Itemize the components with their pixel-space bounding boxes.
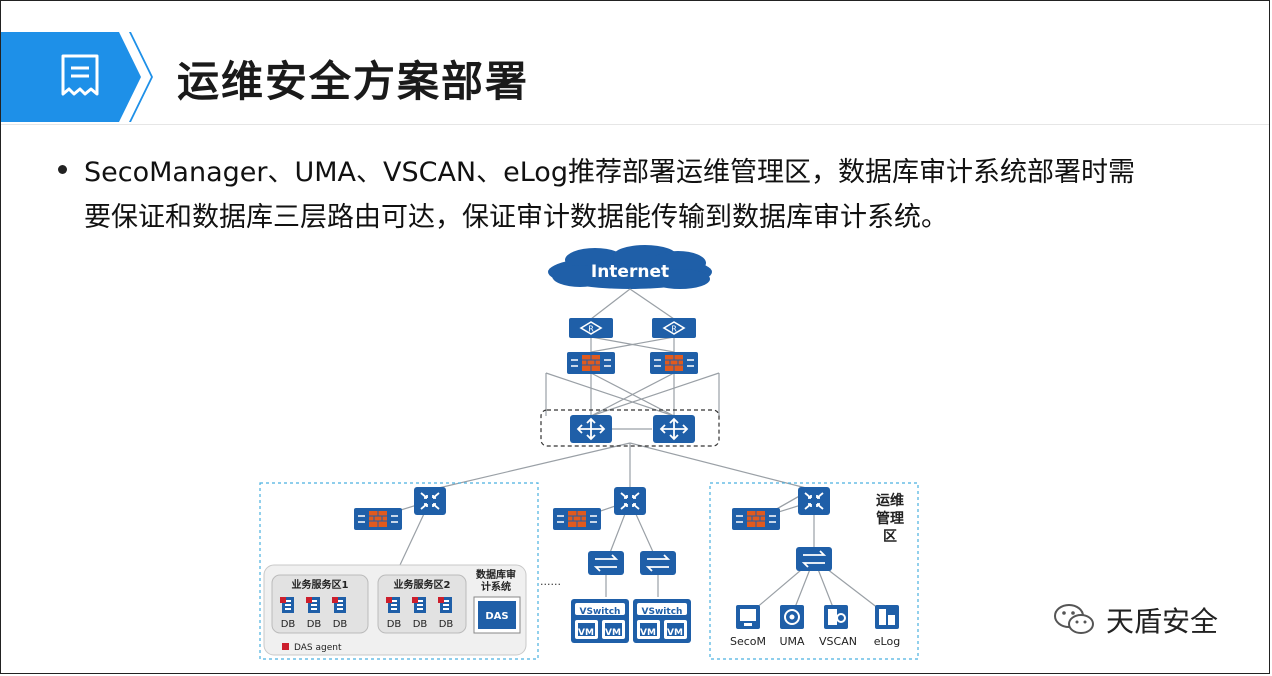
bullet-point: SecoManager、UMA、VSCAN、eLog推荐部署运维管理区，数据库审…	[52, 150, 1232, 240]
core-switch-icon-right	[652, 414, 696, 444]
biz-zone-1-label: 业务服务区1	[292, 578, 349, 591]
vm-label: VM	[667, 628, 683, 638]
watermark: 天盾安全	[1052, 600, 1218, 640]
l3-switch-icon-business	[413, 486, 447, 516]
access-switch-icon-ops	[795, 546, 833, 572]
db-label: DB	[387, 619, 402, 630]
das-agent-marker	[386, 597, 392, 603]
document-icon	[61, 54, 99, 96]
das-agent-marker	[412, 597, 418, 603]
vm-label: VM	[640, 628, 656, 638]
bullet-line-1: SecoManager、UMA、VSCAN、eLog推荐部署运维管理区，数据库审…	[84, 157, 1135, 188]
secom-server-icon	[736, 605, 760, 629]
vswitch-label: VSwitch	[642, 607, 683, 617]
das-agent-marker	[306, 597, 312, 603]
title-badge	[1, 32, 153, 122]
l3-switch-icon-ops	[797, 486, 831, 516]
top-links	[429, 288, 815, 516]
firewall-icon-right	[649, 351, 699, 375]
firewall-icon-virtual	[552, 507, 602, 531]
das-agent-legend-swatch	[282, 643, 289, 650]
bullet-text: SecoManager、UMA、VSCAN、eLog推荐部署运维管理区，数据库审…	[84, 150, 1232, 240]
firewall-icon-ops	[731, 507, 781, 531]
vm-label: VM	[578, 628, 594, 638]
das-title-line2: 计系统	[481, 580, 511, 593]
db-label: DB	[333, 619, 348, 630]
firewall-icon-business	[353, 507, 403, 531]
l3-switch-icon-virtual	[613, 486, 647, 516]
wechat-icon	[1054, 604, 1094, 634]
page-title: 运维安全方案部署	[177, 57, 530, 106]
uma-server-icon	[780, 605, 804, 629]
title-bar: 运维安全方案部署	[1, 32, 1269, 125]
db-label: DB	[281, 619, 296, 630]
ops-zone-label-line1: 运维	[876, 492, 904, 509]
router-icon-right	[651, 317, 697, 339]
ops-management-zone	[709, 482, 919, 660]
ops-device-label: eLog	[874, 635, 900, 648]
db-label: DB	[439, 619, 454, 630]
watermark-label: 天盾安全	[1106, 605, 1219, 638]
switch-icon	[639, 550, 677, 576]
vscan-server-icon	[824, 605, 848, 629]
db-label: DB	[307, 619, 322, 630]
bullet-dot	[58, 165, 67, 174]
business-zone	[259, 482, 539, 660]
biz-zone-1-box	[271, 574, 369, 634]
internet-cloud: Internet	[548, 245, 712, 289]
das-agent-marker	[438, 597, 444, 603]
das-agent-legend: DAS agent	[294, 643, 342, 653]
db-label: DB	[413, 619, 428, 630]
das-box-label: DAS	[485, 611, 508, 622]
firewall-icon-left	[566, 351, 616, 375]
core-cluster-box	[540, 409, 720, 447]
vm-label: VM	[605, 628, 621, 638]
das-box	[478, 601, 516, 629]
ops-device-label: SecoM	[730, 635, 766, 648]
biz-zone-2-label: 业务服务区2	[394, 578, 451, 591]
ellipsis: ......	[540, 575, 561, 588]
elog-server-icon	[875, 605, 899, 629]
ops-zone-label-line3: 区	[883, 529, 897, 545]
core-switch-icon-left	[569, 414, 613, 444]
router-icon-left	[568, 317, 614, 339]
internet-label: Internet	[591, 262, 669, 282]
network-diagram: R	[259, 245, 919, 660]
das-title-line1: 数据库审	[476, 568, 516, 581]
vswitch-label: VSwitch	[580, 607, 621, 617]
ops-zone-label-line2: 管理	[876, 510, 904, 527]
ops-device-label: VSCAN	[819, 635, 857, 648]
das-agent-marker	[332, 597, 338, 603]
bullet-line-2: 要保证和数据库三层路由可达，保证审计数据能传输到数据库审计系统。	[84, 202, 948, 233]
switch-icon	[587, 550, 625, 576]
das-agent-marker	[280, 597, 286, 603]
ops-device-label: UMA	[779, 635, 805, 648]
